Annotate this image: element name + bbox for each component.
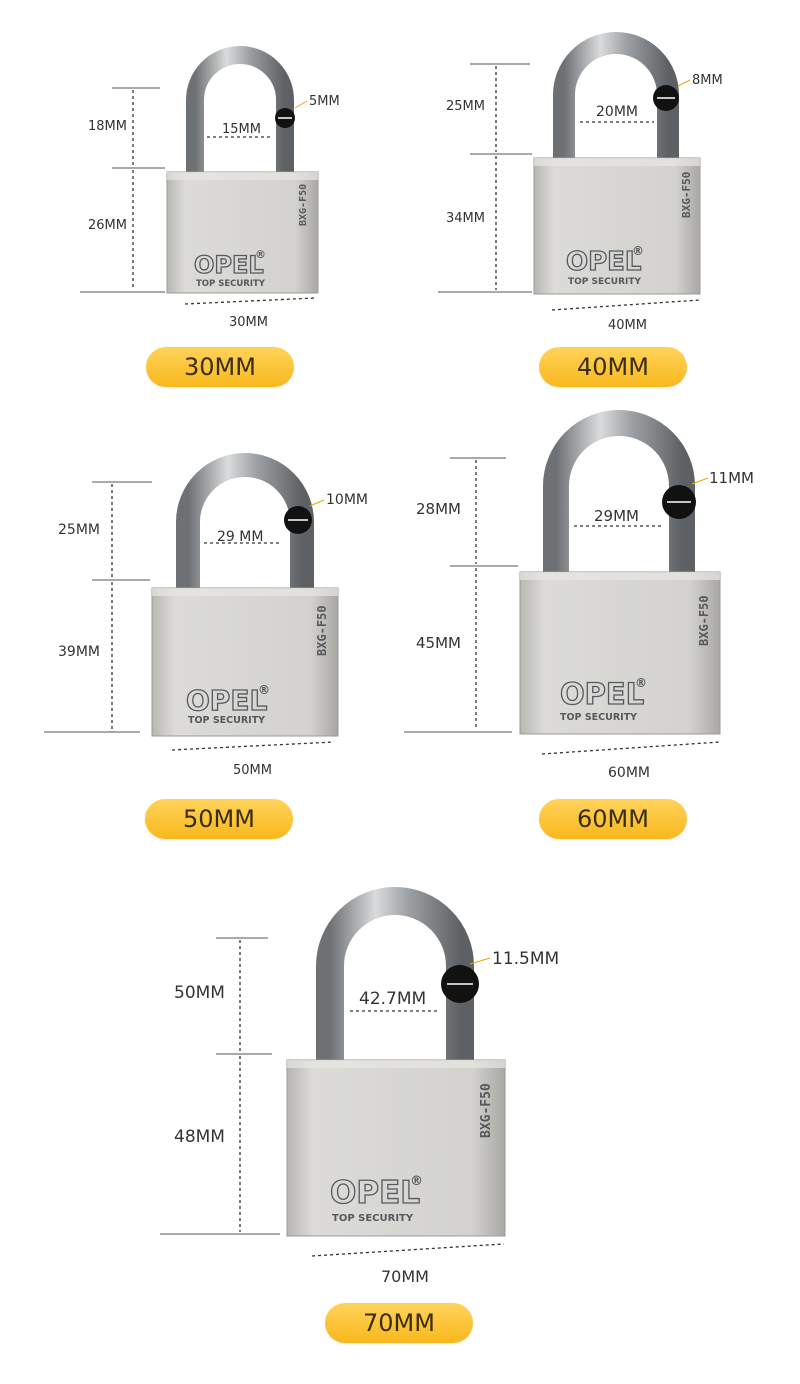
model-code: BXG-F50	[298, 184, 309, 226]
body-width-label: 50MM	[233, 763, 272, 778]
padlock-50mm-illustration: BXG-F50 OPEL ® TOP SECURITY 25MM 39MM 29…	[44, 453, 368, 778]
shackle-height-label: 28MM	[416, 500, 461, 518]
shackle-diameter-label: 10MM	[326, 492, 368, 508]
model-code: BXG-F50	[315, 605, 329, 656]
padlock-60mm: BXG-F50 OPEL ® TOP SECURITY 28MM 45MM 29…	[400, 410, 800, 850]
padlock-50mm: BXG-F50 OPEL ® TOP SECURITY 25MM 39MM 29…	[0, 410, 400, 850]
lock-body	[151, 587, 339, 737]
shackle-height-label: 50MM	[174, 983, 225, 1003]
shackle-height-label: 25MM	[58, 522, 100, 538]
shackle-diameter-label: 11MM	[709, 469, 754, 487]
body-width-label: 60MM	[608, 765, 650, 781]
registered-mark: ®	[410, 1174, 423, 1189]
size-badge: 50MM	[145, 799, 293, 839]
registered-mark: ®	[632, 244, 644, 258]
shackle	[553, 32, 679, 168]
inner-width-label: 42.7MM	[359, 989, 426, 1009]
tagline: TOP SECURITY	[188, 715, 265, 726]
brand-logo: OPEL	[194, 251, 264, 279]
model-code: BXG-F50	[479, 1083, 494, 1138]
tagline: TOP SECURITY	[560, 712, 637, 723]
shackle	[186, 46, 294, 180]
inner-width-label: 29 MM	[217, 529, 263, 545]
body-width-label: 40MM	[608, 318, 647, 333]
shackle	[316, 887, 474, 1070]
brand-logo: OPEL	[186, 684, 267, 717]
tagline: TOP SECURITY	[332, 1213, 414, 1224]
body-width-label: 30MM	[229, 315, 268, 330]
body-height-label: 48MM	[174, 1127, 225, 1147]
registered-mark: ®	[258, 683, 270, 697]
padlock-30mm: BXG-F50 OPEL ® TOP SECURITY 18MM 26MM 15…	[0, 0, 400, 400]
shackle-height-label: 25MM	[446, 99, 485, 114]
body-height-label: 39MM	[58, 644, 100, 660]
padlock-30mm-illustration: BXG-F50 OPEL ® TOP SECURITY 18MM 26MM 15…	[80, 46, 340, 330]
shackle-diameter-label: 11.5MM	[492, 949, 559, 969]
shackle	[543, 410, 695, 582]
shackle-diameter-label: 5MM	[309, 94, 340, 109]
body-width-label: 70MM	[381, 1267, 429, 1286]
lock-body	[533, 157, 701, 295]
lock-body	[166, 171, 319, 294]
model-code: BXG-F50	[697, 595, 711, 646]
tagline: TOP SECURITY	[196, 279, 266, 289]
inner-width-label: 29MM	[594, 507, 639, 525]
padlock-60mm-illustration: BXG-F50 OPEL ® TOP SECURITY 28MM 45MM 29…	[404, 410, 754, 781]
padlock-70mm-illustration: BXG-F50 OPEL ® TOP SECURITY 50MM 48MM 42…	[160, 887, 559, 1286]
model-code: BXG-F50	[680, 172, 693, 218]
inner-width-label: 20MM	[596, 104, 638, 120]
inner-width-label: 15MM	[222, 122, 261, 137]
body-height-label: 34MM	[446, 211, 485, 226]
body-height-label: 45MM	[416, 634, 461, 652]
tagline: TOP SECURITY	[568, 277, 641, 287]
lock-body	[519, 571, 721, 735]
size-badge: 30MM	[146, 347, 294, 387]
shackle	[176, 453, 314, 598]
registered-mark: ®	[255, 248, 266, 261]
brand-logo: OPEL	[560, 677, 644, 711]
shackle-diameter-label: 8MM	[692, 73, 723, 88]
padlock-40mm-illustration: BXG-F50 OPEL ® TOP SECURITY 25MM 34MM 20…	[438, 32, 723, 333]
padlock-40mm: BXG-F50 OPEL ® TOP SECURITY 25MM 34MM 20…	[400, 0, 800, 400]
registered-mark: ®	[635, 676, 647, 690]
lock-body	[286, 1059, 506, 1237]
size-badge: 60MM	[539, 799, 687, 839]
shackle-height-label: 18MM	[88, 119, 127, 134]
padlock-70mm: BXG-F50 OPEL ® TOP SECURITY 50MM 48MM 42…	[0, 880, 800, 1360]
size-badge: 40MM	[539, 347, 687, 387]
brand-logo: OPEL	[330, 1175, 420, 1211]
brand-logo: OPEL	[566, 247, 642, 277]
size-badge: 70MM	[325, 1303, 473, 1343]
body-height-label: 26MM	[88, 218, 127, 233]
